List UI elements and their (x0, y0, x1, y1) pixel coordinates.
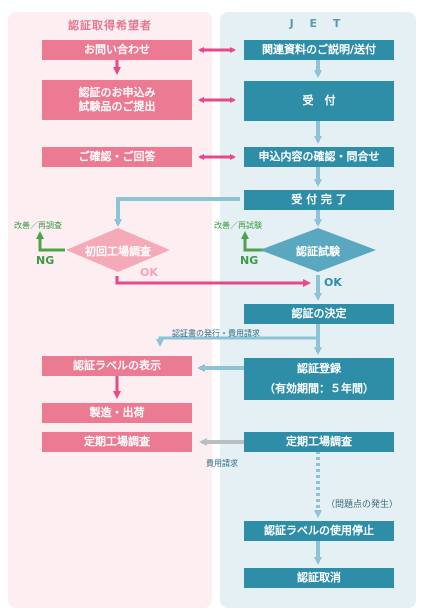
application-box: 認証のお申込み 試験品のご提出 (42, 80, 192, 120)
periodic-check-box: 定期工場調査 (42, 432, 192, 452)
confirm-content-box: 申込内容の確認・問合せ (244, 147, 394, 167)
cert-test-label: 認証試験 (296, 245, 340, 258)
cancel-box: 認証取消 (244, 568, 394, 588)
ng-label-1: NG (36, 254, 55, 267)
ok-label-1: OK (140, 266, 158, 279)
confirm-reply-box: ご確認・ご回答 (42, 147, 192, 167)
reception-box: 受 付 (244, 81, 394, 121)
label-display-box: 認証ラベルの表示 (42, 356, 192, 376)
stop-label-box: 認証ラベルの使用停止 (244, 521, 394, 541)
ng-label-2: NG (240, 254, 259, 267)
reception-done-box: 受 付 完 了 (244, 190, 394, 210)
application-line2: 試験品のご提出 (78, 100, 156, 113)
initial-factory-diamond (66, 228, 170, 272)
application-line1: 認証のお申込み (78, 86, 156, 99)
improve-retest2-label: 改善／再試験 (214, 221, 262, 230)
docs-box: 関連資料のご説明/送付 (244, 40, 394, 60)
validity-label: （有効期間：５年間） (264, 382, 374, 395)
initial-factory-label: 初回工場調査 (85, 245, 151, 258)
ok-label-2: OK (324, 276, 342, 289)
fee-request-label: 費用請求 (206, 459, 238, 468)
cert-test-diamond (260, 228, 376, 272)
manufacture-box: 製造・出荷 (42, 403, 192, 423)
registration-label: 認証登録 (297, 362, 341, 375)
periodic-survey-box: 定期工場調査 (244, 432, 394, 452)
applicant-header: 認証取得希望者 (68, 19, 152, 32)
inquiry-box: お問い合わせ (42, 40, 192, 60)
improve-retest-label: 改善／再調査 (14, 221, 62, 230)
registration-box: 認証登録 （有効期間：５年間） (244, 358, 394, 400)
certificate-issue-label: 認証書の発行・費用請求 (172, 329, 260, 338)
jet-header: J E T (289, 17, 347, 30)
problem-label: （問題点の発生） (326, 500, 399, 510)
decision-box: 認証の決定 (244, 304, 394, 324)
